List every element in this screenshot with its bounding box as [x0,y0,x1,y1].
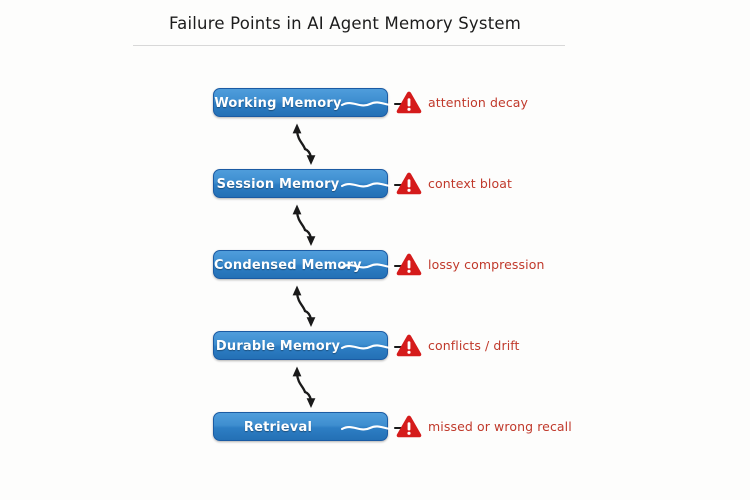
failure-point-label: missed or wrong recall [428,419,572,434]
diagram-row-3: Condensed Memory lossy compression [0,250,750,280]
memory-stage-box-4[interactable]: Durable Memory [213,331,410,360]
diagram-row-4: Durable Memory conflicts / drift [0,331,750,361]
connector-4-to-5 [292,366,316,408]
memory-stage-box-5[interactable]: Retrieval [213,412,410,441]
page-title-text: Failure Points in AI Agent Memory System [169,14,521,33]
connector-1-to-2 [292,123,316,165]
memory-stage-label: Durable Memory [215,339,341,354]
warning-triangle-icon [396,415,422,438]
title-divider [133,45,565,46]
memory-stage-box-2[interactable]: Session Memory [213,169,410,198]
warning-triangle-icon [396,253,422,276]
diagram-row-1: Working Memory attention decay [0,88,750,118]
connector-2-to-3 [292,204,316,246]
warning-triangle-icon [396,172,422,195]
memory-stage-label: Condensed Memory [214,258,362,273]
diagram-row-5: Retrieval missed or wrong recall [0,412,750,442]
warning-triangle-icon [396,91,422,114]
page-title: Failure Points in AI Agent Memory System [0,14,690,33]
memory-stage-label: Working Memory [214,96,342,111]
failure-point-label: context bloat [428,176,513,191]
connector-3-to-4 [292,285,316,327]
memory-stage-label: Retrieval [243,420,313,435]
failure-point-label: lossy compression [428,257,545,272]
memory-stage-box-3[interactable]: Condensed Memory [213,250,410,279]
memory-stage-label: Session Memory [216,177,340,192]
warning-triangle-icon [396,334,422,357]
failure-point-label: conflicts / drift [428,338,520,353]
memory-stage-box-1[interactable]: Working Memory [213,88,410,117]
diagram-row-2: Session Memory context bloat [0,169,750,199]
failure-point-label: attention decay [428,95,529,110]
